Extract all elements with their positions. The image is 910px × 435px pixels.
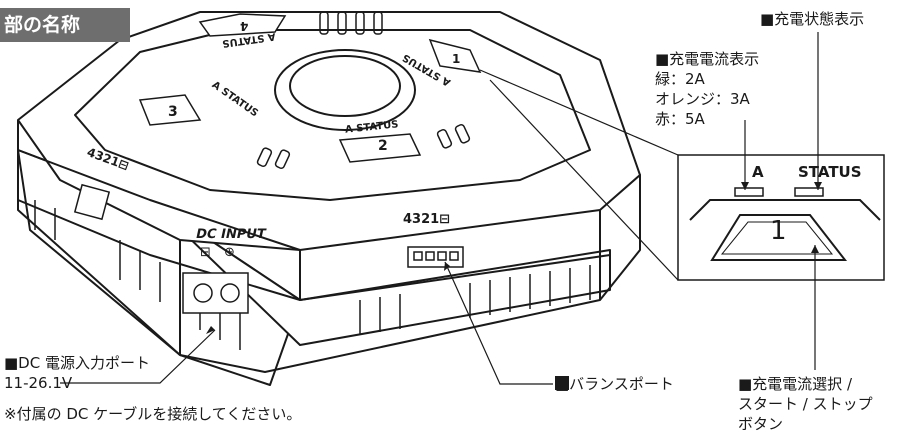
section-title: 部の名称 xyxy=(0,8,130,42)
device-channel-buttons xyxy=(138,13,482,163)
side-port-label: 4321⊟ xyxy=(403,212,451,227)
leader-lines xyxy=(60,32,819,385)
charge-current-red: 赤：5A xyxy=(655,110,705,128)
device-button-3 xyxy=(138,94,202,126)
dc-port-heading: ■DC 電源入力ポート xyxy=(4,354,150,372)
balance-port-graphic xyxy=(407,246,464,268)
dc-minus-symbol: ⊟ xyxy=(200,245,211,260)
leader-arrows xyxy=(206,182,822,334)
device-button-2 xyxy=(338,133,422,163)
charge-current-heading: ■充電電流表示 xyxy=(655,50,760,68)
button-callout-line1: ■充電電流選択 / xyxy=(738,375,852,393)
balance-port-callout: ■バランスポート xyxy=(555,375,674,393)
zoom-button xyxy=(710,214,848,261)
zoom-button-number: 1 xyxy=(770,216,787,246)
button-callout-line2: スタート / ストップ xyxy=(738,395,873,413)
charge-current-green: 緑：2A xyxy=(655,70,705,88)
device-button-4 xyxy=(198,13,287,37)
dc-port-note: ※付属の DC ケーブルを接続してください。 xyxy=(4,405,302,423)
zoom-status-label: STATUS xyxy=(798,163,862,181)
dc-port-range: 11-26.1V xyxy=(4,374,73,392)
left-port-graphic xyxy=(73,183,111,221)
zoom-inset xyxy=(479,69,885,281)
dc-port-graphic xyxy=(182,272,249,314)
dc-input-label: DC INPUT xyxy=(194,227,268,242)
device-button-1 xyxy=(428,38,482,73)
channel-number-3: 3 xyxy=(168,104,178,120)
label-bullets xyxy=(555,376,569,390)
channel-number-2: 2 xyxy=(378,138,388,154)
channel-number-1: 1 xyxy=(452,52,461,66)
dc-plus-symbol: ⊕ xyxy=(224,245,235,260)
charge-status-callout: ■充電状態表示 xyxy=(760,10,865,28)
button-callout-line3: ボタン xyxy=(738,415,784,433)
right-vents xyxy=(359,265,591,335)
charge-current-orange: オレンジ：3A xyxy=(655,90,750,108)
zoom-current-led xyxy=(734,187,764,197)
zoom-status-led xyxy=(794,187,824,197)
zoom-a-label: A xyxy=(752,163,764,181)
top-slots xyxy=(256,11,471,170)
channel-number-4: 4 xyxy=(240,19,249,33)
charger-body xyxy=(17,11,641,386)
